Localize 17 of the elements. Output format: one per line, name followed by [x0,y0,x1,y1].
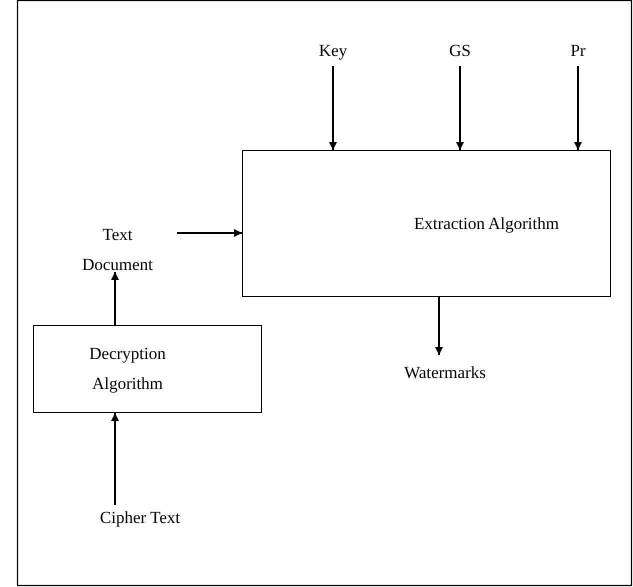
arrow [456,66,464,150]
text-label: GS [449,40,471,62]
arrow [111,272,119,325]
text-label: Key [318,40,348,62]
process-box [242,150,611,297]
text-label: Pr [570,40,586,62]
box-text: Extraction Algorithm [414,212,559,235]
text-label: Cipher Text [100,507,180,529]
text-label: Text Document [81,224,154,276]
arrow [177,229,242,237]
arrow [329,66,337,150]
arrow [435,297,443,355]
arrow [111,413,119,505]
box-text: Decryption Algorithm [88,343,167,395]
arrow [574,66,582,150]
process-box [33,325,262,413]
text-label: Watermarks [404,362,486,384]
